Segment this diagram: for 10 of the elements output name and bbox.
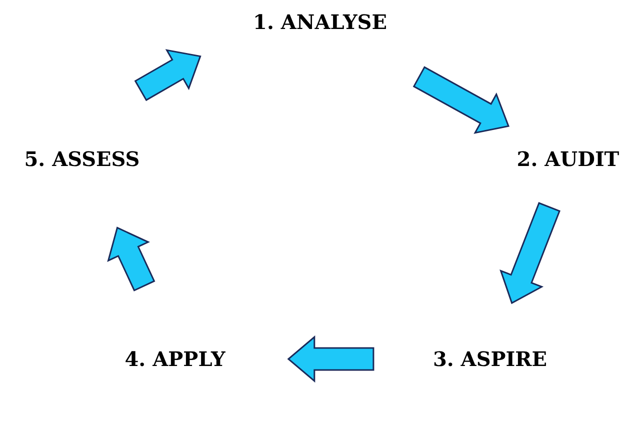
block-arrow [412,66,510,134]
block-arrow [107,226,156,292]
stage-label: 2. AUDIT [516,147,620,171]
stage-label: 4. APPLY [124,347,226,371]
block-arrow [287,335,374,383]
stage-label: 3. ASPIRE [432,347,548,371]
stage-label: 1. ANALYSE [253,10,387,34]
block-arrow [500,202,560,304]
block-arrow [134,49,202,102]
stage-label: 5. ASSESS [24,147,140,171]
